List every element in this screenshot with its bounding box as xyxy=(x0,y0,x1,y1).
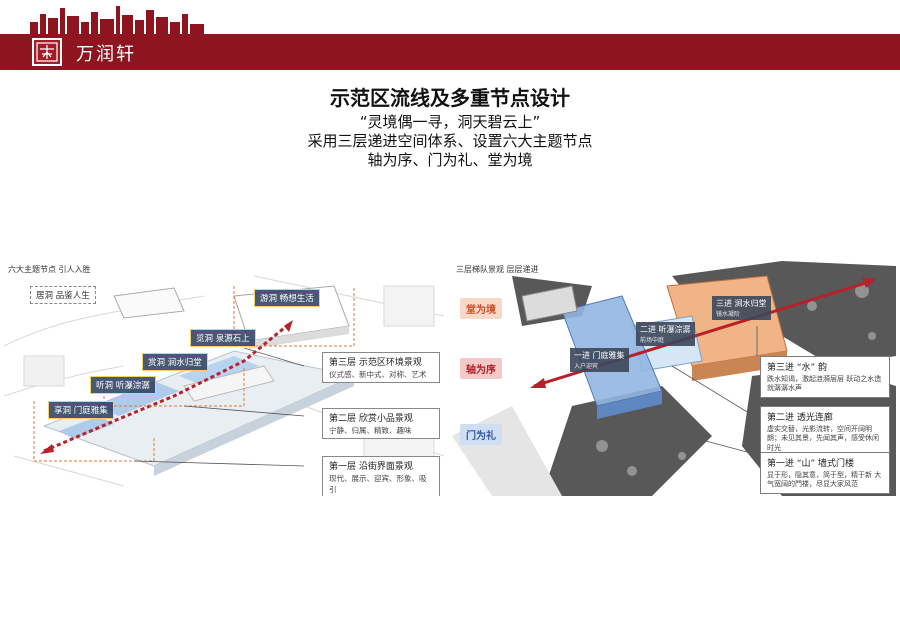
brand-name: 万润轩 xyxy=(76,44,136,65)
subtitle-poem: “灵境偶一寻，洞天碧云上” xyxy=(359,113,541,131)
callout-er-jin-desc: 虚实交替，光影流转，空间开阔明朗；未见其景，先闻其声，感受休闲时光 xyxy=(767,425,879,452)
logo-emblem-icon xyxy=(36,42,58,62)
callout-yi-jin-desc: 显于形，隐其意，简于型，精于新 大气宽阔的門楼，尽显大家风范 xyxy=(767,471,882,489)
node-san-jin-label: 三进 涧水归堂 xyxy=(716,299,767,308)
node-you-dong: 游洞 畅想生活 xyxy=(254,289,320,307)
node-er-jin: 二进 听瀑淙潺 前场中庭 xyxy=(636,322,695,346)
node-er-jin-label: 二进 听瀑淙潺 xyxy=(640,325,691,334)
callout-er-jin-corridor: 第二进 透光连廊 虚实交替，光影流转，空间开阔明朗；未见其景，先闻其声，感受休闲… xyxy=(760,406,890,458)
subtitle-system: 采用三层递进空间体系、设置六大主题节点 xyxy=(307,132,593,150)
left-panel-title: 六大主题节点 引人入胜 xyxy=(8,265,91,274)
right-diagram-panel: 三层梯队景观 层层递进 堂为境 轴为序 门为礼 三进 涧水归堂 镜水凝阶 二进 … xyxy=(452,256,896,496)
callout-er-jin-title: 第二进 透光连廊 xyxy=(767,413,833,423)
node-ju-dong: 居洞 品鉴人生 xyxy=(30,286,96,304)
tag-zhou-wei-xu: 轴为序 xyxy=(460,358,502,379)
callout-san-jin-desc: 跌水知谒，激起涟漪层层 跃动之水造就潺潺水声 xyxy=(767,375,882,393)
node-lan-dong: 览洞 泉源石上 xyxy=(190,329,256,347)
node-shang-dong: 赏洞 涧水归堂 xyxy=(142,353,208,371)
right-panel-title: 三层梯队景观 层层递进 xyxy=(456,265,539,274)
subtitle-motto: 轴为序、门为礼、堂为境 xyxy=(367,151,533,169)
layer-one-callout: 第一层 沿街界面景观 现代、展示、迎宾、形象、吸引 xyxy=(322,456,440,496)
node-er-jin-sub: 前场中庭 xyxy=(640,337,665,344)
node-yi-jin-sub: 入户迎宾 xyxy=(574,363,599,370)
callout-yi-jin-gate: 第一进 “山” 墙式门楼 显于形，隐其意，简于型，精于新 大气宽阔的門楼，尽显大… xyxy=(760,452,890,494)
node-yi-jin-label: 一进 门庭雅集 xyxy=(574,351,625,360)
header-banner xyxy=(0,34,900,70)
layer-three-title: 第三层 示范区环境景观 xyxy=(329,358,422,368)
layer-one-desc: 现代、展示、迎宾、形象、吸引 xyxy=(329,474,427,494)
brand-logo xyxy=(32,38,62,66)
page-title: 示范区流线及多重节点设计 xyxy=(330,86,570,110)
tag-tang-wei-jing: 堂为境 xyxy=(460,298,502,319)
left-site-illustration xyxy=(4,275,445,487)
node-san-jin-sub: 镜水凝阶 xyxy=(716,311,741,318)
layer-two-desc: 宁静、归属、精致、趣味 xyxy=(329,426,412,435)
callout-san-jin-title: 第三进 “水” 韵 xyxy=(767,363,828,373)
callout-san-jin-water: 第三进 “水” 韵 跌水知谒，激起涟漪层层 跃动之水造就潺潺水声 xyxy=(760,356,890,398)
layer-one-title: 第一层 沿街界面景观 xyxy=(329,462,413,472)
layer-three-desc: 仪式感、新中式、对称、艺术 xyxy=(329,370,427,379)
node-san-jin: 三进 涧水归堂 镜水凝阶 xyxy=(712,296,771,320)
node-ting-dong: 听洞 听瀑淙潺 xyxy=(90,376,156,394)
skyline-decoration xyxy=(30,6,204,36)
layer-three-callout: 第三层 示范区环境景观 仪式感、新中式、对称、艺术 xyxy=(322,352,440,383)
callout-yi-jin-title: 第一进 “山” 墙式门楼 xyxy=(767,459,855,469)
layer-two-callout: 第二层 欣赏小品景观 宁静、归属、精致、趣味 xyxy=(322,408,440,439)
left-diagram-panel: 六大主题节点 引人入胜 居洞 品鉴人生 游洞 畅想生活 览洞 泉源石上 赏洞 涧… xyxy=(4,256,446,496)
node-yi-jin: 一进 门庭雅集 入户迎宾 xyxy=(570,348,629,372)
layer-two-title: 第二层 欣赏小品景观 xyxy=(329,414,413,424)
node-xiang-dong: 享洞 门庭雅集 xyxy=(48,401,114,419)
tag-men-wei-li: 门为礼 xyxy=(460,424,502,445)
